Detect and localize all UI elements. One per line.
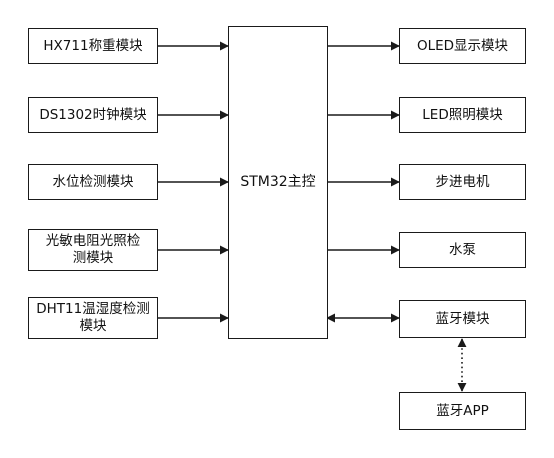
stm32-controller-box: STM32主控 bbox=[228, 26, 328, 339]
stepper-motor-box: 步进电机 bbox=[399, 164, 526, 200]
water-level-module-label: 水位检测模块 bbox=[52, 173, 134, 190]
oled-display-module-box: OLED显示模块 bbox=[399, 28, 526, 64]
bluetooth-app-label: 蓝牙APP bbox=[436, 402, 489, 419]
hx711-weighing-module-box: HX711称重模块 bbox=[28, 28, 158, 64]
water-pump-label: 水泵 bbox=[449, 241, 476, 258]
dht11-module-label: DHT11温湿度检测模块 bbox=[36, 301, 150, 334]
stm32-controller-label: STM32主控 bbox=[240, 174, 316, 190]
photoresistor-light-module-box: 光敏电阻光照检测模块 bbox=[28, 229, 158, 271]
led-lighting-module-label: LED照明模块 bbox=[422, 106, 503, 123]
hx711-weighing-module-label: HX711称重模块 bbox=[43, 37, 143, 54]
oled-display-module-label: OLED显示模块 bbox=[416, 37, 509, 54]
stepper-motor-label: 步进电机 bbox=[435, 173, 490, 190]
water-level-module-box: 水位检测模块 bbox=[28, 164, 158, 200]
led-lighting-module-box: LED照明模块 bbox=[399, 97, 526, 133]
water-pump-box: 水泵 bbox=[399, 232, 526, 268]
bluetooth-module-box: 蓝牙模块 bbox=[399, 300, 526, 338]
dht11-module-box: DHT11温湿度检测模块 bbox=[28, 297, 158, 339]
photoresistor-light-module-label: 光敏电阻光照检测模块 bbox=[45, 233, 141, 266]
ds1302-clock-module-label: DS1302时钟模块 bbox=[39, 106, 147, 123]
bluetooth-app-box: 蓝牙APP bbox=[399, 392, 526, 430]
ds1302-clock-module-box: DS1302时钟模块 bbox=[28, 97, 158, 133]
bluetooth-module-label: 蓝牙模块 bbox=[435, 310, 490, 327]
